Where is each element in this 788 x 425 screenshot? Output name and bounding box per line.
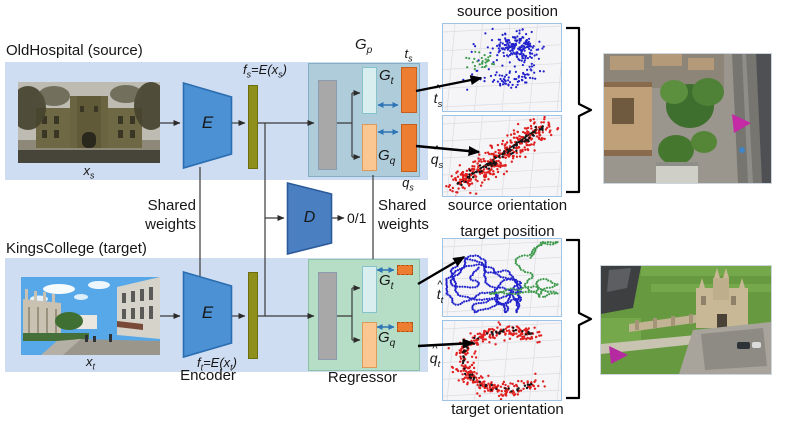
target-backbone-bar: [318, 272, 337, 360]
source-position-plot: [442, 23, 562, 112]
predicted-target-orientation-label: ^ qt: [426, 343, 444, 370]
target-orientation-plot: [442, 320, 562, 401]
shared-weights-right-label: Shared weights: [378, 197, 429, 233]
source-t-label: ts: [404, 46, 413, 64]
source-feature-label: fs=E(xs): [243, 62, 287, 80]
target-encoder-symbol: E: [201, 303, 214, 322]
source-gq-bar: [362, 124, 377, 171]
regressor-caption: Regressor: [327, 369, 398, 386]
source-q-bar: [401, 124, 417, 172]
source-gt-label: Gt: [379, 67, 394, 87]
source-aerial-photo: [603, 53, 772, 184]
source-q-label: qs: [402, 175, 414, 193]
target-q-pseudo-box: [397, 322, 413, 332]
hat-base: qt: [429, 350, 441, 370]
discriminator-symbol: D: [303, 209, 316, 226]
predicted-source-orientation-label: ^ qs: [428, 145, 446, 171]
source-orientation-caption: source orientation: [447, 197, 568, 214]
shared-weights-left-label: Shared weights: [145, 197, 196, 233]
target-gq-bar: [362, 322, 377, 368]
target-image-label: xt: [86, 354, 95, 372]
gp-label: Gp: [355, 36, 373, 56]
discriminator-output-label: 0/1: [347, 210, 367, 226]
target-aerial-photo: [600, 265, 772, 375]
hat-base: qs: [430, 151, 444, 171]
target-feature-label: ft=E(xt): [197, 355, 237, 373]
source-backbone-bar: [318, 80, 337, 170]
target-t-pseudo-box: [397, 265, 413, 275]
hat-base: tt: [436, 286, 444, 306]
source-t-bar: [401, 67, 417, 113]
target-gt-bar: [362, 266, 377, 313]
source-domain-title: OldHospital (source): [6, 42, 143, 59]
target-orientation-caption: target orientation: [451, 401, 564, 418]
source-gq-label: Gq: [378, 147, 396, 167]
target-gt-label: Gt: [379, 272, 394, 292]
predicted-target-position-label: ^ tt: [431, 280, 449, 306]
source-street-photo: [18, 82, 160, 163]
target-gq-label: Gq: [378, 329, 396, 349]
target-feature-bar: [248, 272, 258, 359]
target-domain-title: KingsCollege (target): [6, 240, 147, 257]
encoder-caption: Encoder: [180, 367, 236, 384]
target-position-plot: [442, 238, 562, 317]
target-position-title: target position: [460, 223, 555, 240]
source-feature-bar: [248, 85, 258, 169]
hat-mark: ^: [432, 343, 438, 355]
source-position-title: source position: [457, 3, 558, 20]
discriminator-shape: [286, 181, 333, 261]
target-street-photo: [21, 277, 160, 355]
hat-base: ts: [433, 90, 443, 110]
source-orientation-plot: [442, 115, 562, 197]
source-image-label: xs: [83, 163, 95, 181]
source-encoder-symbol: E: [201, 113, 214, 132]
source-gt-bar: [362, 67, 377, 114]
target-encoder-shape: [182, 270, 233, 364]
predicted-source-position-label: ^ ts: [429, 84, 447, 110]
source-encoder-shape: [182, 81, 233, 175]
